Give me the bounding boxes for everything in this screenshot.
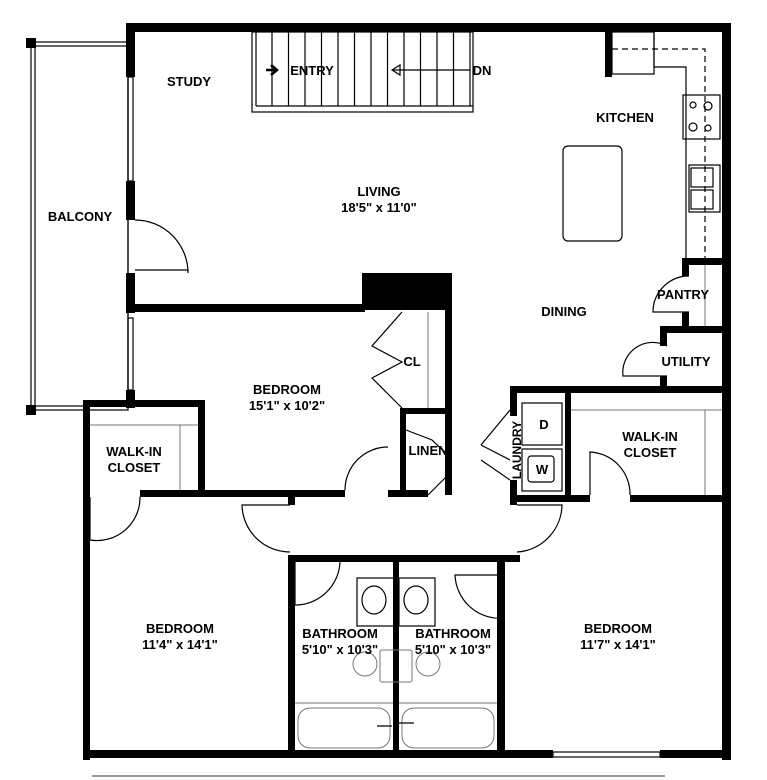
balcony-post: [26, 405, 36, 415]
bath-left-door: [294, 561, 341, 606]
washer-label: W: [536, 462, 549, 477]
linen-door: [405, 429, 449, 496]
dining-label: DINING: [541, 304, 587, 319]
balcony-label: BALCONY: [48, 209, 113, 224]
bedroom-main-door: [344, 446, 389, 491]
bath-left-label: BATHROOM: [302, 626, 378, 641]
sink-icon: [688, 164, 721, 213]
laundry-bifold-door: [480, 409, 511, 481]
staircase[interactable]: [251, 31, 474, 113]
bedroom-left-label: BEDROOM: [146, 621, 214, 636]
utility-door: [622, 341, 668, 377]
stairs-direction-label: DN: [473, 63, 492, 78]
closet-shelves: [90, 265, 722, 495]
interior-walls: [135, 258, 722, 755]
closet-label: CL: [403, 354, 420, 369]
pantry-label: PANTRY: [657, 287, 709, 302]
range-icon: [682, 94, 721, 140]
living-dims: 18'5" x 11'0": [341, 200, 417, 215]
laundry-label: LAUNDRY: [510, 421, 524, 479]
kitchen-label: KITCHEN: [596, 110, 654, 125]
windows: [84, 76, 661, 758]
bedroom-right-label: BEDROOM: [584, 621, 652, 636]
walkin-left-label-2: CLOSET: [108, 460, 161, 475]
sink-icon: [398, 577, 436, 627]
dryer-icon: [521, 402, 563, 446]
walkin-left-label-1: WALK-IN: [106, 444, 162, 459]
closet-bifold-door: [371, 311, 404, 409]
balcony-post: [26, 38, 36, 48]
entry-label: ENTRY: [290, 63, 334, 78]
utility-label: UTILITY: [661, 354, 710, 369]
walkin-left-door: [89, 496, 141, 542]
bath-right-door: [454, 574, 506, 619]
bath-fixtures: [295, 577, 497, 749]
bedroom-right-dims: 11'7" x 14'1": [580, 637, 656, 652]
pantry-door: [652, 275, 690, 313]
washer-icon: [521, 448, 563, 492]
bath-right-label: BATHROOM: [415, 626, 491, 641]
kitchen-island: [562, 145, 623, 242]
entry-arrow-icon: [266, 64, 279, 76]
toilet-icon: [415, 651, 441, 677]
laundry-appliances: [521, 402, 563, 492]
exterior-walls: [83, 23, 731, 760]
bathtub-icon: [297, 707, 391, 749]
bedroom-left-dims: 11'4" x 14'1": [142, 637, 218, 652]
walkin-right-label-1: WALK-IN: [622, 429, 678, 444]
bedroom-right-door: [516, 504, 563, 553]
sink-icon: [356, 577, 395, 627]
bedroom-left-door: [241, 504, 291, 553]
kitchen-fixtures: [562, 31, 721, 258]
walkin-right-door: [589, 451, 631, 496]
balcony-door[interactable]: [134, 219, 189, 274]
arrow-icon: [390, 63, 401, 77]
balcony: [26, 38, 129, 415]
study-label: STUDY: [167, 74, 211, 89]
bedroom-main-label: BEDROOM: [253, 382, 321, 397]
toilet-icon: [352, 651, 378, 677]
dryer-label: D: [539, 417, 548, 432]
bedroom-main-dims: 15'1" x 10'2": [249, 398, 325, 413]
living-label: LIVING: [357, 184, 400, 199]
bathtub-icon: [401, 707, 495, 749]
walkin-right-label-2: CLOSET: [624, 445, 677, 460]
bath-right-dims: 5'10" x 10'3": [415, 642, 491, 657]
chase: [362, 273, 452, 310]
linen-label: LINEN: [409, 443, 448, 458]
doors[interactable]: [89, 275, 690, 619]
bath-left-dims: 5'10" x 10'3": [302, 642, 378, 657]
